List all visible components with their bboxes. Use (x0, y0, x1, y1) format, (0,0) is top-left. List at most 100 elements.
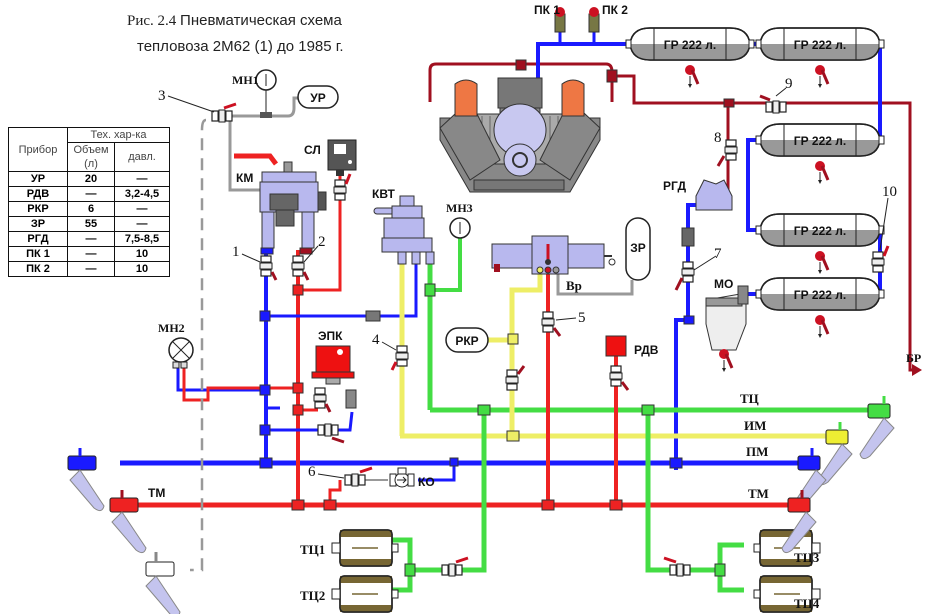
valve-1[interactable] (259, 255, 278, 281)
ur-pipe (228, 116, 264, 192)
end-cock-tm-right[interactable] (781, 490, 817, 554)
end-cock-gray[interactable] (145, 552, 181, 614)
safety-valve-pk1 (554, 7, 566, 33)
speedometer-sl (327, 139, 357, 176)
cell-device: ПК 2 (8, 261, 68, 277)
label-tc1: ТЦ1 (300, 542, 325, 557)
label-br: БР (906, 351, 921, 365)
ur-pipe-top (230, 96, 300, 118)
header-device: Прибор (8, 127, 68, 172)
main-reservoir-2: ГР 222 л. (755, 27, 885, 90)
end-cock-pm-right[interactable] (791, 448, 827, 512)
figure-title-line1: Пневматическая схема (180, 12, 342, 29)
label-epk: ЭПК (318, 329, 343, 343)
label-ko: КО (418, 475, 435, 489)
label-mn2: МН2 (158, 321, 185, 335)
valve-tc-left[interactable] (441, 556, 469, 577)
table-row: ПК 2—10 (8, 261, 170, 277)
header-volume: Объем (л) (67, 142, 115, 172)
valve-4[interactable] (390, 345, 409, 371)
compressor-head-left (454, 79, 478, 117)
valve-9[interactable] (759, 94, 787, 114)
valve-rdv[interactable] (609, 365, 630, 391)
cell-pressure: — (114, 171, 170, 187)
label-sl: СЛ (304, 143, 321, 157)
main-reservoir-4: ГР 222 л. (755, 213, 885, 276)
mn3-line (430, 238, 462, 292)
label-mn1: МН1 (232, 73, 259, 87)
end-cock-im[interactable] (817, 422, 853, 486)
end-cock-tc[interactable] (859, 396, 895, 460)
label-rgd: РГД (663, 179, 687, 193)
brake-cylinder-tc2 (331, 575, 399, 613)
compressor-tee (515, 59, 527, 71)
leader-9 (775, 87, 787, 97)
valve-rkr[interactable] (505, 365, 526, 391)
vr-zr-line (556, 272, 634, 296)
km-handle[interactable] (234, 153, 278, 166)
leader-1 (241, 253, 261, 263)
label-kvt: КВТ (372, 187, 396, 201)
end-cock-tm-left[interactable] (109, 490, 147, 554)
ko-pm-link (418, 463, 456, 482)
label-tc4: ТЦ4 (794, 596, 820, 611)
valve-3[interactable] (211, 102, 237, 123)
compressor (439, 77, 601, 193)
tank-label: ГР 222 л. (794, 134, 846, 148)
kvt-pm-line (380, 264, 418, 318)
label-mn3: МН3 (446, 201, 473, 215)
line-tees (259, 283, 726, 577)
figure-caption: Рис. 2.4 Пневматическая схема (127, 12, 342, 30)
valve-epk[interactable] (313, 387, 332, 413)
safety-valve-pk2 (588, 7, 600, 33)
label-tc2: ТЦ2 (300, 588, 325, 603)
reserve-reservoir-zr: ЗР (625, 217, 651, 281)
label-ur: УР (310, 91, 325, 105)
drivers-brake-valve-km (259, 161, 327, 255)
valve-number-7: 7 (714, 246, 722, 262)
valve-2[interactable] (291, 255, 310, 281)
label-mo: МО (714, 277, 733, 291)
pressure-governor-rgd (681, 179, 733, 247)
oil-separator-mo (683, 285, 749, 374)
valve-tc-right[interactable] (663, 556, 691, 577)
electro-pneumatic-valve-epk (311, 345, 355, 385)
label-rkr: РКР (455, 334, 478, 348)
equalizing-reservoir-ur: УР (297, 85, 339, 109)
valve-6[interactable] (344, 466, 373, 487)
label-pk1: ПК 1 (534, 3, 560, 17)
valve-epk-bottom[interactable] (317, 423, 345, 444)
valve-number-1: 1 (232, 244, 240, 260)
gauge-mn2 (168, 337, 194, 369)
valve-number-2: 2 (318, 234, 326, 250)
main-reservoir-5: ГР 222 л. (755, 277, 885, 340)
cell-pressure: 10 (114, 261, 170, 277)
valve-7[interactable] (674, 261, 695, 291)
end-cock-pm-left[interactable] (67, 448, 105, 512)
valve-number-8: 8 (714, 130, 722, 146)
pressure-regulator-rdv (605, 335, 627, 357)
valve-number-10: 10 (882, 184, 897, 200)
rkr-tee (507, 333, 519, 345)
valve-8[interactable] (716, 139, 738, 167)
valve-10[interactable] (871, 245, 890, 273)
label-rdv: РДВ (634, 343, 659, 357)
compressor-head-right (561, 79, 585, 117)
cell-device: ЗР (8, 216, 68, 232)
gauge-mn1 (255, 69, 277, 118)
valve-5[interactable] (541, 311, 562, 337)
pm-filter (365, 310, 381, 322)
leader-2 (303, 245, 319, 263)
label-vr: Вр (566, 278, 582, 293)
leader-3 (167, 95, 215, 113)
label-line-tm: ТМ (748, 486, 769, 501)
valve-sl[interactable] (333, 173, 352, 201)
rgd-tee (723, 98, 735, 108)
valve-number-9: 9 (785, 76, 793, 92)
valve-number-3: 3 (158, 88, 166, 104)
tank-label: ГР 222 л. (794, 288, 846, 302)
label-zr: ЗР (630, 241, 646, 255)
